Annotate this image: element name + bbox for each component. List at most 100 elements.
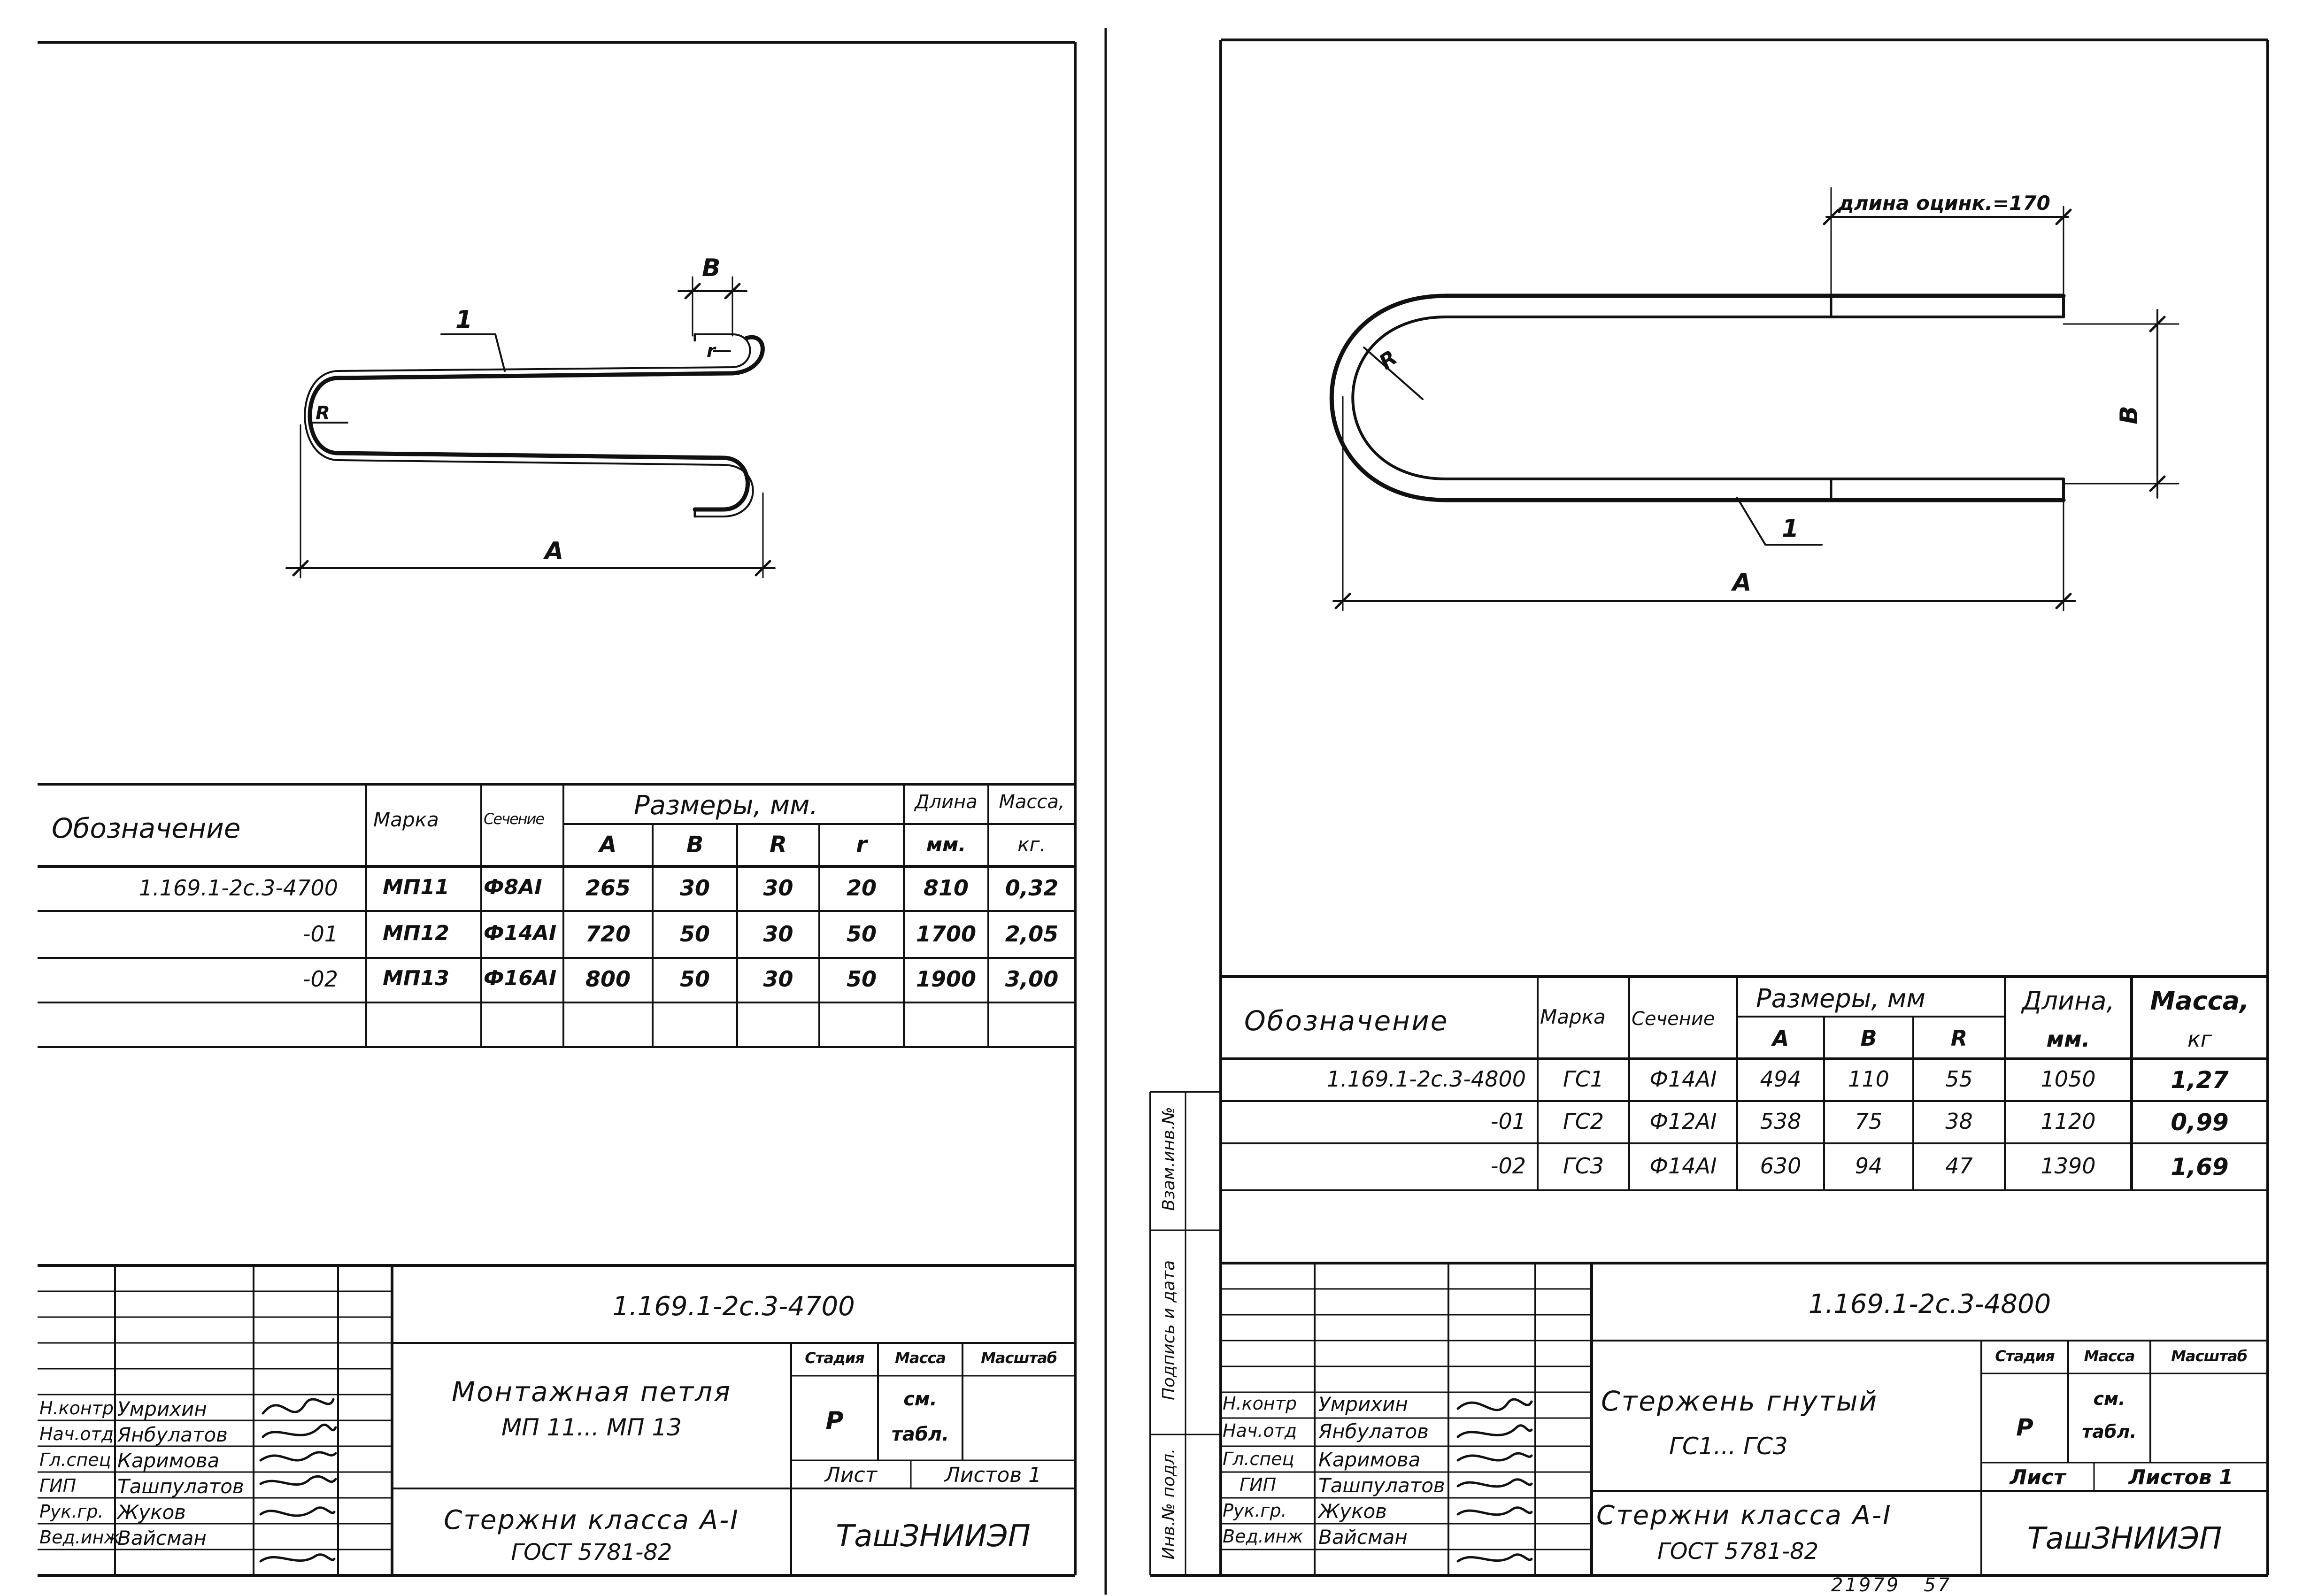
right-th-section: Сечение xyxy=(1632,1008,1715,1030)
left-row2-r-small: 50 xyxy=(846,921,877,947)
left-title-2: МП 11... МП 13 xyxy=(501,1414,682,1441)
left-th-r-small: r xyxy=(856,832,867,858)
left-row1-b: 30 xyxy=(679,875,710,901)
right-row2-designation: -01 xyxy=(1490,1109,1526,1134)
right-row3-r: 47 xyxy=(1945,1153,1973,1179)
right-row1-r: 55 xyxy=(1945,1066,1973,1092)
right-th-a: A xyxy=(1772,1025,1789,1051)
left-row2-mass: 2,05 xyxy=(1005,921,1059,947)
right-title-2: ГС1... ГС3 xyxy=(1669,1433,1788,1460)
right-row2-mark: ГС2 xyxy=(1563,1109,1604,1134)
right-staff-name-2: Янбулатов xyxy=(1318,1420,1429,1443)
left-staff-name-3: Каримова xyxy=(117,1449,220,1472)
right-stage-value: Р xyxy=(2016,1414,2033,1441)
right-row3-mark: ГС3 xyxy=(1563,1153,1604,1179)
left-row3-mass: 3,00 xyxy=(1005,966,1059,992)
left-row3-section: Ф16АI xyxy=(484,966,557,990)
right-row3-length: 1390 xyxy=(2040,1153,2096,1179)
left-stage-label: Стадия xyxy=(805,1349,864,1367)
left-staff-role-4: ГИП xyxy=(39,1475,77,1496)
left-staff-name-4: Ташпулатов xyxy=(117,1475,244,1498)
left-org: ТашЗНИИЭП xyxy=(836,1519,1031,1554)
right-staff-role-1: Н.контр xyxy=(1223,1393,1297,1414)
right-th-dims: Размеры, мм xyxy=(1756,984,1926,1013)
left-row2-designation: -01 xyxy=(302,921,338,947)
right-staff-role-6: Вед.инж xyxy=(1223,1526,1303,1547)
right-staff-role-5: Рук.гр. xyxy=(1223,1500,1287,1521)
left-staff-role-3: Гл.спец xyxy=(39,1450,111,1470)
right-sheet-label: Лист xyxy=(2010,1465,2066,1489)
left-mass-value-1: см. xyxy=(903,1388,937,1410)
left-row3-r: 30 xyxy=(763,966,793,992)
right-row3-section: Ф14АI xyxy=(1649,1153,1717,1179)
right-doc-code: 1.169.1-2с.3-4800 xyxy=(1808,1289,2051,1319)
left-row1-mark: МП11 xyxy=(383,875,449,899)
left-th-mark: Марка xyxy=(373,808,439,831)
bent-bar-gs-drawing xyxy=(1329,187,2179,611)
right-row3-mass: 1,69 xyxy=(2171,1153,2229,1180)
right-row1-a: 494 xyxy=(1760,1066,1802,1092)
right-title-1: Стержень гнутый xyxy=(1601,1385,1879,1417)
left-staff-role-6: Вед.инж xyxy=(39,1527,120,1548)
right-row1-section: Ф14АI xyxy=(1649,1066,1717,1092)
right-scale-label: Масштаб xyxy=(2171,1347,2248,1365)
right-row1-mark: ГС1 xyxy=(1563,1066,1604,1092)
left-th-dims: Размеры, мм. xyxy=(634,790,818,821)
right-row1-length: 1050 xyxy=(2040,1066,2096,1092)
right-row2-length: 1120 xyxy=(2040,1109,2096,1134)
left-sheets-label: Листов 1 xyxy=(944,1463,1042,1487)
left-row3-mark: МП13 xyxy=(383,966,449,990)
loop-mp-drawing xyxy=(285,276,776,578)
right-mass-label: Масса xyxy=(2084,1347,2135,1365)
left-scale-label: Масштаб xyxy=(981,1349,1057,1367)
left-row1-r: 30 xyxy=(763,875,793,901)
left-row2-a: 720 xyxy=(585,921,631,947)
right-staff-name-5: Жуков xyxy=(1318,1500,1387,1523)
left-row1-designation: 1.169.1-2с.3-4700 xyxy=(139,875,338,901)
right-staff-name-3: Каримова xyxy=(1318,1448,1421,1471)
left-staff-name-2: Янбулатов xyxy=(117,1423,228,1446)
right-staff-name-4: Ташпулатов xyxy=(1318,1474,1445,1497)
right-th-length-2: мм. xyxy=(2046,1026,2090,1052)
left-th-length-2: мм. xyxy=(926,833,966,856)
left-row3-a: 800 xyxy=(585,966,631,992)
right-staff-name-1: Умрихин xyxy=(1318,1393,1408,1416)
left-subtitle-1: Стержни класса А-I xyxy=(444,1505,739,1535)
left-staff-name-5: Жуков xyxy=(117,1501,186,1524)
left-row2-mark: МП12 xyxy=(383,921,449,945)
left-row1-section: Ф8АI xyxy=(484,875,542,899)
left-staff-name-1: Умрихин xyxy=(117,1397,207,1420)
right-dim-b-label: B xyxy=(2115,406,2143,424)
right-staff-name-6: Вайсман xyxy=(1318,1526,1408,1549)
left-staff-role-1: Н.контр xyxy=(39,1398,114,1419)
left-mass-label: Масса xyxy=(895,1349,946,1367)
left-staff-name-6: Вайсман xyxy=(117,1527,207,1550)
right-staff-role-4: ГИП xyxy=(1240,1474,1277,1495)
left-th-designation: Обозначение xyxy=(52,812,241,844)
right-row2-a: 538 xyxy=(1760,1109,1802,1134)
right-row1-b: 110 xyxy=(1848,1066,1889,1092)
left-row1-a: 265 xyxy=(585,875,631,901)
left-row2-b: 50 xyxy=(679,921,710,947)
right-th-r: R xyxy=(1950,1025,1968,1051)
left-th-b: B xyxy=(686,832,704,858)
right-pos-label: 1 xyxy=(1782,515,1799,543)
right-th-b: B xyxy=(1860,1025,1877,1051)
left-subtitle-2: ГОСТ 5781-82 xyxy=(511,1539,672,1565)
left-row3-length: 1900 xyxy=(916,966,977,992)
right-mass-value-2: табл. xyxy=(2082,1421,2137,1442)
right-row2-mass: 0,99 xyxy=(2171,1109,2229,1136)
right-th-designation: Обозначение xyxy=(1244,1005,1449,1037)
left-row2-r: 30 xyxy=(763,921,793,947)
left-row3-r-small: 50 xyxy=(846,966,877,992)
right-galv-label: длина оцинк.=170 xyxy=(1838,192,2050,215)
right-dim-a-label: A xyxy=(1732,569,1752,597)
right-row2-b: 75 xyxy=(1855,1109,1883,1134)
left-stage-value: Р xyxy=(825,1407,844,1435)
right-stage-label: Стадия xyxy=(1995,1347,2055,1365)
left-row1-mass: 0,32 xyxy=(1005,875,1059,901)
left-dim-b-label: B xyxy=(702,254,721,282)
left-th-a: A xyxy=(599,832,617,858)
left-row3-designation: -02 xyxy=(302,966,338,992)
